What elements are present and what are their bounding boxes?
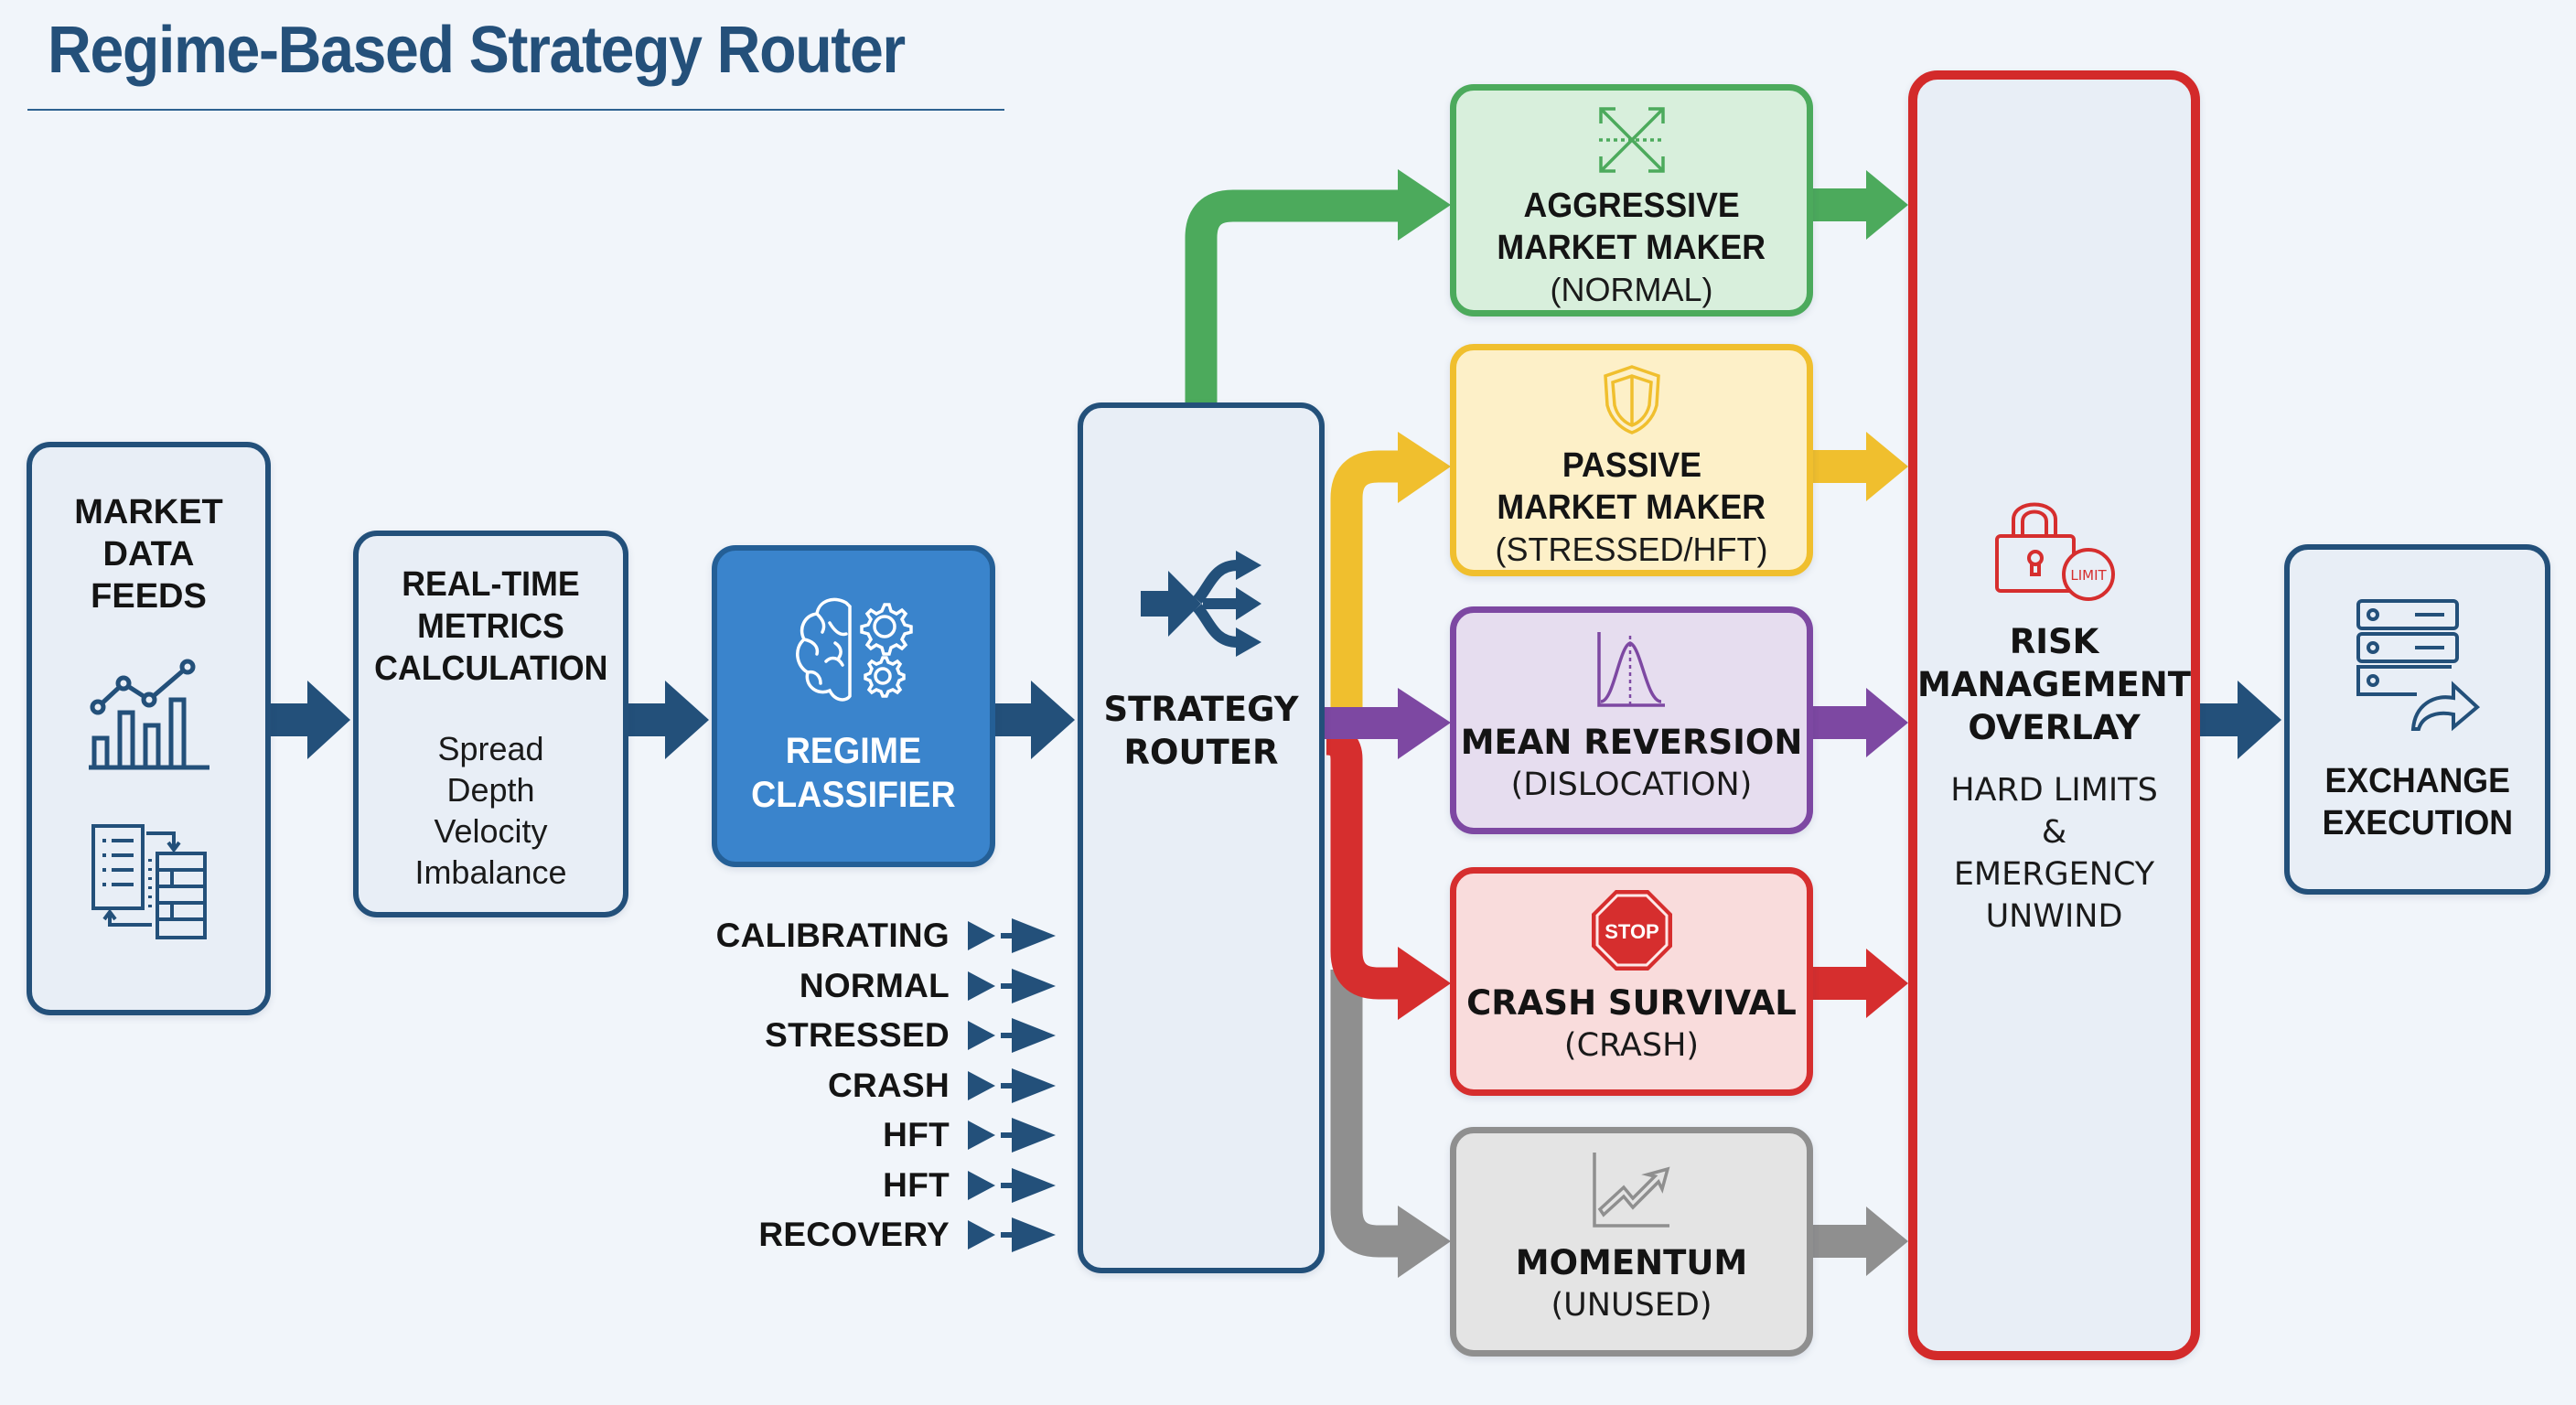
classifier-title-line: CLASSIFIER <box>751 775 956 815</box>
strategy-router-box: STRATEGY ROUTER <box>1078 402 1325 1273</box>
risk-management-overlay-box: LIMIT RISK MANAGEMENT OVERLAY HARD LIMIT… <box>1908 70 2200 1360</box>
strategy-name-line: PASSIVE <box>1562 446 1701 485</box>
split-route-icon <box>1141 551 1261 657</box>
arrow-market-to-metrics <box>271 681 350 759</box>
market-title-line: MARKET <box>74 493 223 531</box>
connector-gray <box>1330 970 1908 1278</box>
regime-classifier-box: REGIME CLASSIFIER <box>712 545 995 867</box>
strategy-mean-reversion: MEAN REVERSION (DISLOCATION) <box>1450 606 1813 834</box>
regime-label: HFT <box>883 1116 950 1154</box>
regime-arrow-icon <box>968 1167 1056 1203</box>
connector-red <box>1325 723 1908 1020</box>
risk-title-line: OVERLAY <box>1968 707 2141 747</box>
regime-label: CRASH <box>827 1066 950 1104</box>
risk-detail-line: EMERGENCY <box>1953 855 2155 893</box>
risk-title-line: MANAGEMENT <box>1917 664 2191 704</box>
page-title: Regime-Based Strategy Router <box>48 14 906 87</box>
metric-item: Spread <box>437 730 544 767</box>
strategy-regime: (STRESSED/HFT) <box>1495 531 1768 568</box>
arrow-metrics-to-classifier <box>628 681 709 759</box>
regime-list: CALIBRATING NORMAL STRESSED CRASH HFT HF… <box>695 911 1061 1260</box>
market-title-line: FEEDS <box>91 577 207 616</box>
strategy-regime: (NORMAL) <box>1550 271 1713 308</box>
shield-icon <box>1600 361 1664 437</box>
regime-row: CRASH <box>695 1061 1061 1111</box>
regime-arrow-icon <box>968 918 1056 953</box>
risk-detail-line: HARD LIMITS <box>1950 771 2158 809</box>
stop-sign-text: STOP <box>1605 920 1659 943</box>
regime-label: STRESSED <box>765 1016 950 1055</box>
stop-sign-icon: STOP <box>1590 885 1674 976</box>
bell-curve-icon <box>1595 624 1669 715</box>
limit-badge-text: LIMIT <box>2070 567 2107 584</box>
strategy-aggressive-market-maker: AGGRESSIVE MARKET MAKER (NORMAL) <box>1450 84 1813 316</box>
regime-row: RECOVERY <box>695 1210 1061 1260</box>
strategy-name-line: CRASH SURVIVAL <box>1466 983 1797 1023</box>
regime-row: CALIBRATING <box>695 911 1061 961</box>
bar-line-chart-icon <box>88 659 209 770</box>
regime-arrow-icon <box>968 1118 1056 1153</box>
brain-gears-icon <box>796 597 913 702</box>
strategy-name-line: MEAN REVERSION <box>1460 723 1803 762</box>
regime-row: NORMAL <box>695 961 1061 1012</box>
strategy-crash-survival: STOP CRASH SURVIVAL (CRASH) <box>1450 867 1813 1096</box>
strategy-regime: (UNUSED) <box>1551 1287 1712 1324</box>
market-title-line: DATA <box>102 535 195 574</box>
strategy-momentum: MOMENTUM (UNUSED) <box>1450 1127 1813 1357</box>
realtime-metrics-box: REAL-TIME METRICS CALCULATION Spread Dep… <box>353 531 628 917</box>
regime-row: STRESSED <box>695 1011 1061 1061</box>
risk-detail-line: & <box>2041 813 2067 851</box>
regime-label: CALIBRATING <box>715 917 950 955</box>
regime-arrow-icon <box>968 1018 1056 1053</box>
connector-purple <box>1325 688 1908 759</box>
regime-label: HFT <box>883 1165 950 1204</box>
regime-label: NORMAL <box>799 966 950 1004</box>
exchange-title-line: EXCHANGE <box>2324 762 2510 800</box>
expand-arrows-icon <box>1595 102 1669 177</box>
arrow-risk-to-exchange <box>2200 681 2281 759</box>
metric-item: Velocity <box>434 812 548 850</box>
metrics-title-line: METRICS <box>417 607 564 646</box>
strategy-name-line: MARKET MAKER <box>1497 488 1766 527</box>
regime-row: HFT <box>695 1110 1061 1161</box>
connector-yellow <box>1330 432 1908 723</box>
exchange-title-line: EXECUTION <box>2322 804 2513 842</box>
arrow-classifier-to-router <box>994 681 1075 759</box>
data-transfer-icon <box>91 824 207 939</box>
metrics-title-line: CALCULATION <box>373 649 608 688</box>
classifier-title-line: REGIME <box>785 731 922 771</box>
strategy-name-line: MARKET MAKER <box>1497 229 1766 267</box>
strategy-regime: (DISLOCATION) <box>1510 767 1753 803</box>
risk-title-line: RISK <box>2009 621 2099 661</box>
risk-detail-line: UNWIND <box>1985 897 2123 935</box>
strategy-name-line: AGGRESSIVE <box>1523 187 1740 225</box>
strategy-passive-market-maker: PASSIVE MARKET MAKER (STRESSED/HFT) <box>1450 344 1813 576</box>
market-data-feeds-box: MARKET DATA FEEDS <box>27 442 271 1015</box>
padlock-limit-icon: LIMIT <box>1994 502 2115 601</box>
metric-item: Depth <box>446 771 535 809</box>
regime-arrow-icon <box>968 1217 1056 1252</box>
exchange-execution-box: EXCHANGE EXECUTION <box>2284 544 2550 895</box>
regime-row: HFT <box>695 1161 1061 1211</box>
regime-arrow-icon <box>968 968 1056 1003</box>
strategy-name-line: MOMENTUM <box>1515 1243 1748 1282</box>
router-title-line: ROUTER <box>1123 733 1279 772</box>
metrics-title-line: REAL-TIME <box>402 565 580 604</box>
strategy-regime: (CRASH) <box>1563 1027 1700 1064</box>
regime-label: RECOVERY <box>758 1216 950 1254</box>
metric-item: Imbalance <box>414 853 567 891</box>
regime-arrow-icon <box>968 1067 1056 1103</box>
server-send-icon <box>2356 599 2480 732</box>
trend-up-icon <box>1591 1144 1673 1236</box>
router-title-line: STRATEGY <box>1103 690 1299 729</box>
title-underline <box>27 109 1004 111</box>
connector-green <box>1185 169 1908 402</box>
